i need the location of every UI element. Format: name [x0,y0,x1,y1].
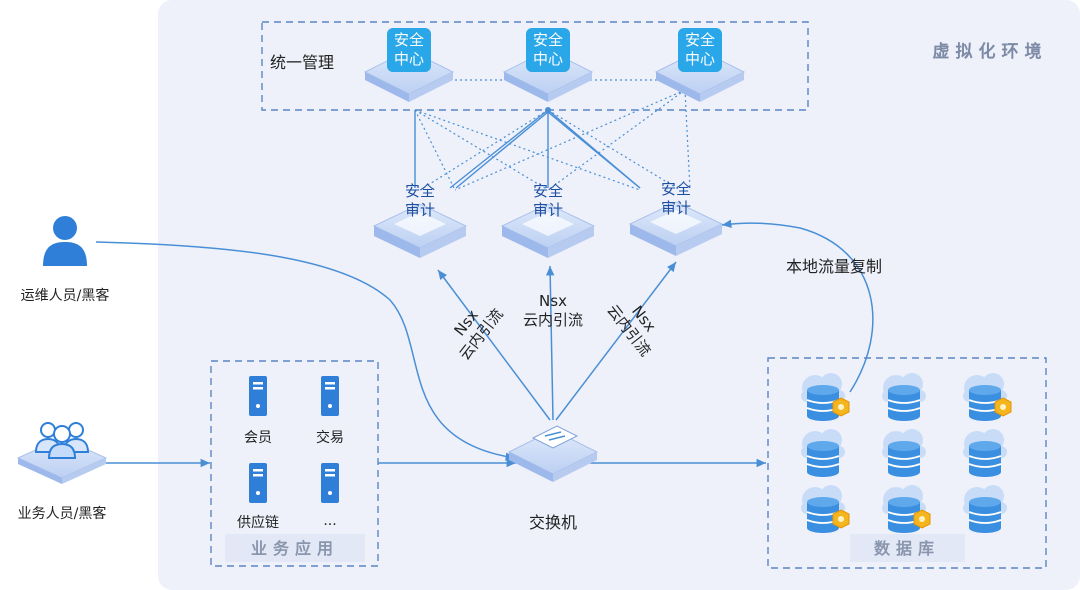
security-audit-1[interactable]: 安全 审计 [372,182,468,258]
app-member[interactable]: 会员 [244,376,272,446]
database-icon[interactable] [801,373,850,421]
audit-line1: 安全 [661,180,691,198]
switch-label: 交换机 [529,513,577,532]
app-supply-chain[interactable]: 供应链 [237,463,279,531]
security-center-1[interactable]: 安全 中心 [363,28,455,102]
ops-label: 运维人员/黑客 [21,287,110,304]
audit-links [414,109,641,189]
link-node [545,107,551,113]
audit-line2: 审计 [661,199,691,217]
db-group [767,357,1047,569]
alert-badge-icon [913,509,931,529]
database-icon[interactable] [963,373,1012,421]
security-audit-2[interactable]: 安全 审计 [500,182,596,258]
database-icon[interactable] [801,485,850,533]
security-audit-3[interactable]: 安全 审计 [628,180,724,256]
database-icon[interactable] [801,429,845,477]
person-icon [43,216,87,266]
center-line2: 中心 [394,50,424,68]
audit-line2: 审计 [405,201,435,219]
app-label: 交易 [316,429,344,446]
app-label: 会员 [244,430,272,446]
audit-line1: 安全 [405,182,435,200]
server-icon [249,463,267,503]
app-trade[interactable]: 交易 [316,376,344,446]
center-line2: 中心 [685,50,715,68]
db-grid [801,373,1012,533]
flow-line1: Nsx [539,292,567,310]
db-title: 数据库 [874,539,940,558]
apps-title: 业务应用 [251,539,339,558]
server-icon [321,463,339,503]
server-icon [321,376,339,416]
traffic-copy-arrow [721,219,874,393]
center-line1: 安全 [533,31,563,49]
database-icon[interactable] [882,373,926,421]
flow-label-2: Nsx 云内引流 [523,292,583,329]
alert-badge-icon [832,509,850,529]
server-icon [249,376,267,416]
audit-line2: 审计 [533,201,563,219]
group-icon [34,422,90,459]
apps-title-bg [225,534,365,562]
database-icon[interactable] [882,485,931,533]
mgmt-label: 统一管理 [270,53,334,72]
switch-device[interactable] [507,425,599,482]
alert-badge-icon [994,397,1012,417]
app-more[interactable]: ... [321,463,339,529]
database-icon[interactable] [882,429,926,477]
center-line1: 安全 [394,31,424,49]
ops-user[interactable] [43,216,87,266]
database-icon[interactable] [963,429,1007,477]
env-label: 虚拟化环境 [933,41,1048,62]
nsx-flow-arrows [437,261,677,421]
mgmt-links [414,79,691,191]
db-title-bg [850,534,965,562]
center-line1: 安全 [685,31,715,49]
center-line2: 中心 [533,50,563,68]
security-center-3[interactable]: 安全 中心 [654,28,746,102]
apps-group [210,360,379,567]
audit-line1: 安全 [533,182,563,200]
database-icon[interactable] [963,485,1007,533]
mgmt-group [261,21,809,111]
alert-badge-icon [832,397,850,417]
app-label: ... [323,513,336,529]
biz-label: 业务人员/黑客 [18,505,107,522]
security-center-2[interactable]: 安全 中心 [502,28,594,102]
traffic-copy-label: 本地流量复制 [786,257,882,276]
virtualization-panel [158,0,1080,590]
app-label: 供应链 [237,514,279,531]
flow-line2: 云内引流 [523,311,583,329]
biz-users[interactable] [16,422,108,484]
ops-to-switch-line [95,241,516,461]
